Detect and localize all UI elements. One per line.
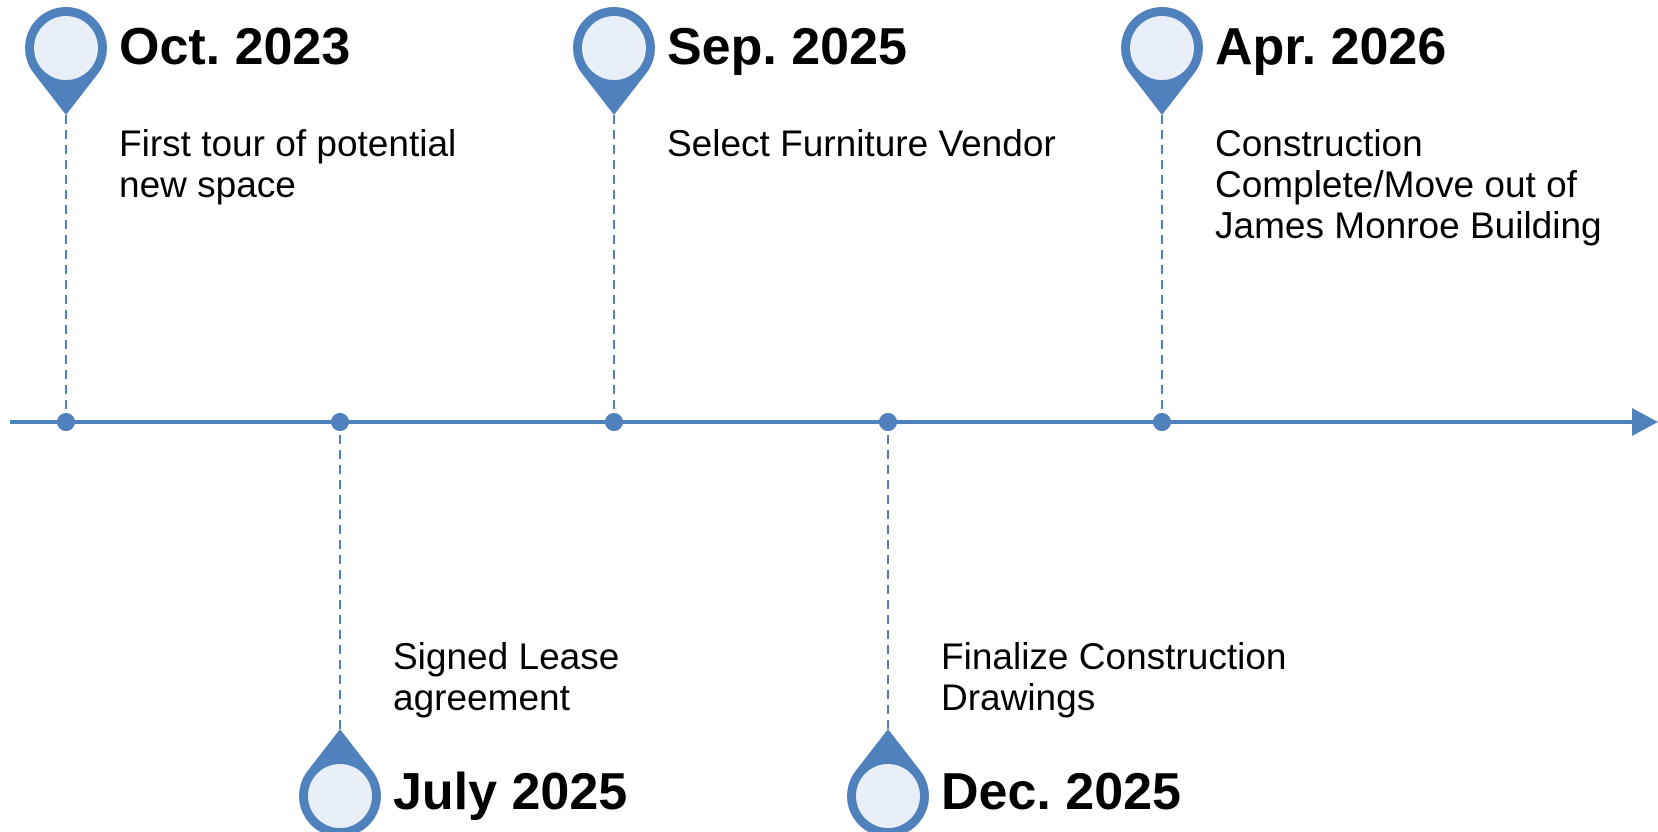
milestone-date-apr-2026: Apr. 2026 <box>1215 18 1447 76</box>
milestone-description-july-2025: Signed Lease agreement <box>393 636 620 718</box>
milestone-date-oct-2023: Oct. 2023 <box>119 18 351 76</box>
axis-dot <box>879 413 897 431</box>
pin-group <box>24 7 1203 832</box>
axis-dot <box>57 413 75 431</box>
connector-group <box>65 115 1163 729</box>
axis-dot <box>1153 413 1171 431</box>
milestone-description-oct-2023: First tour of potential new space <box>119 123 457 205</box>
axis-dot <box>331 413 349 431</box>
pin-inner-circle <box>582 16 646 80</box>
pin-inner-circle <box>856 764 920 828</box>
milestone-date-dec-2025: Dec. 2025 <box>941 763 1181 821</box>
milestone-description-apr-2026: Construction Complete/Move out of James … <box>1215 123 1602 246</box>
milestone-date-july-2025: July 2025 <box>393 763 628 821</box>
milestone-description-dec-2025: Finalize Construction Drawings <box>941 636 1287 718</box>
pin-inner-circle <box>1130 16 1194 80</box>
milestone-description-sep-2025: Select Furniture Vendor <box>667 123 1056 164</box>
pin-inner-circle <box>34 16 98 80</box>
axis-dot <box>605 413 623 431</box>
timeline-arrowhead <box>1632 408 1658 436</box>
axis-dot-group <box>57 413 1171 431</box>
milestone-date-sep-2025: Sep. 2025 <box>667 18 907 76</box>
pin-inner-circle <box>308 764 372 828</box>
